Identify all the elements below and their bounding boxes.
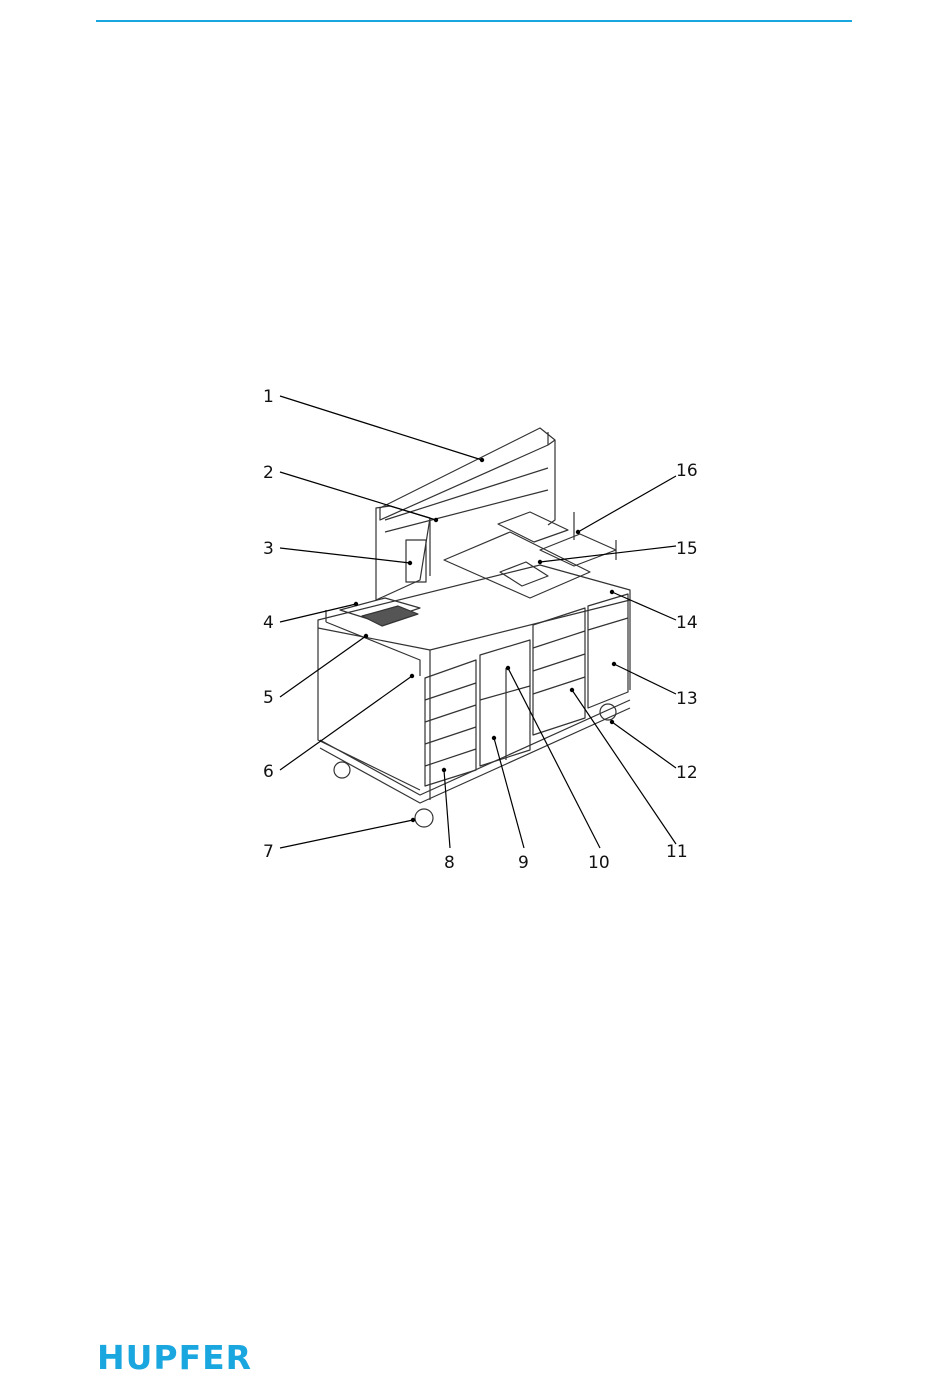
castor	[334, 762, 350, 778]
gn-insert	[498, 512, 568, 542]
brand-logo: HUPFER	[97, 1341, 252, 1375]
callout-7: 7	[263, 842, 274, 862]
callout-8: 8	[444, 853, 455, 873]
callout-16: 16	[676, 461, 698, 481]
open-compartment	[480, 640, 530, 766]
callout-13: 13	[676, 689, 698, 709]
right-drawers	[533, 608, 585, 735]
callout-12: 12	[676, 763, 698, 783]
callout-14: 14	[676, 613, 698, 633]
side-panel	[376, 506, 430, 600]
callout-6: 6	[263, 762, 274, 782]
callout-10: 10	[588, 853, 610, 873]
callout-11: 11	[666, 842, 688, 862]
callout-5: 5	[263, 688, 274, 708]
left-drawers	[425, 660, 476, 786]
callout-3: 3	[263, 539, 274, 559]
callout-15: 15	[676, 539, 698, 559]
callout-1: 1	[263, 387, 274, 407]
callout-2: 2	[263, 463, 274, 483]
right-cabinet	[588, 594, 628, 708]
callout-4: 4	[263, 613, 274, 633]
callout-9: 9	[518, 853, 529, 873]
